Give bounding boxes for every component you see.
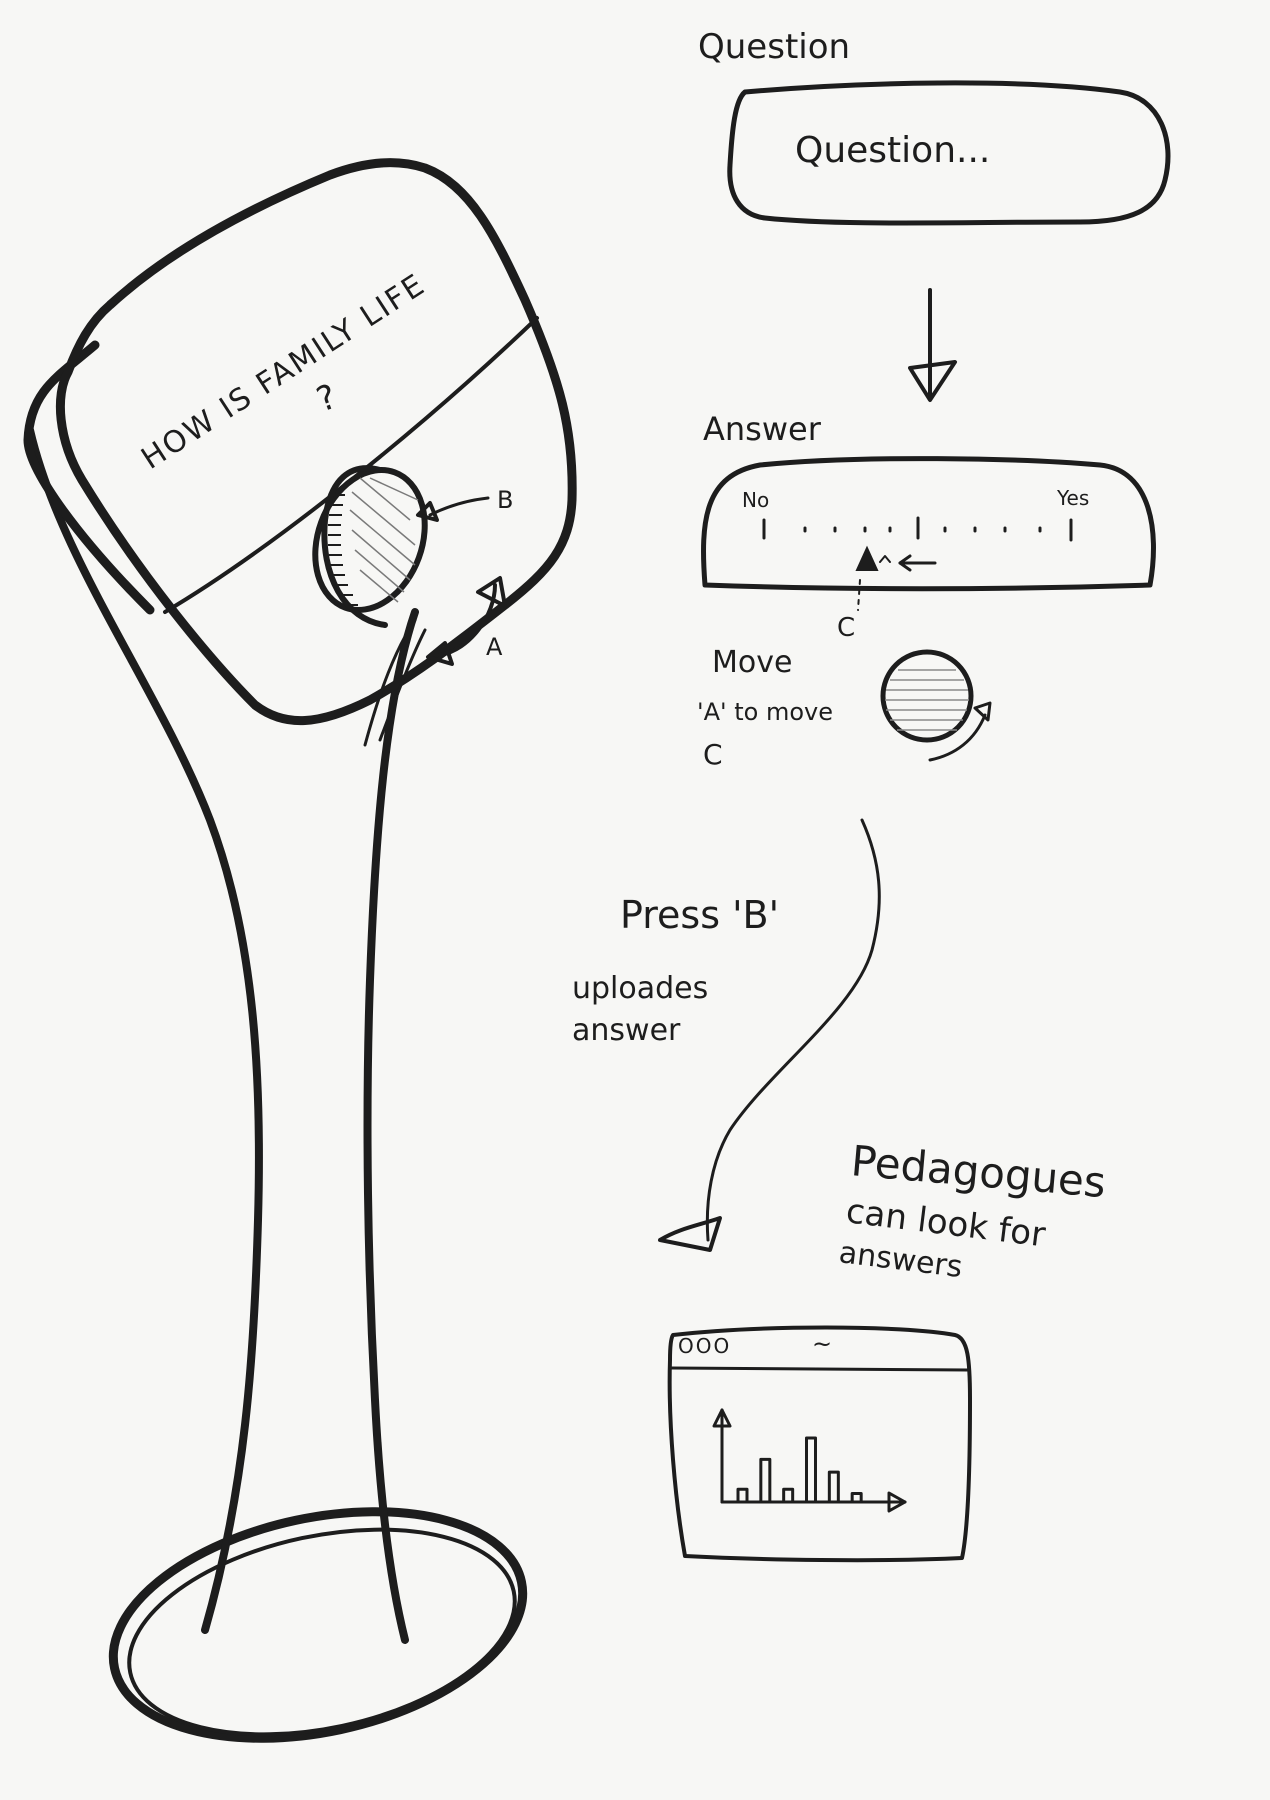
chart-bar-5 (827, 1470, 840, 1504)
button-b (312, 465, 439, 628)
screen-question-text: HOW IS FAMILY LIFE (135, 267, 432, 477)
label-a: A (486, 633, 503, 661)
scale-ticks (762, 516, 1073, 542)
scale-pointer (855, 545, 879, 571)
answer-heading: Answer (703, 410, 822, 448)
chart-bar-6 (850, 1491, 863, 1504)
flow: Question Question... Answer No Yes C Mov… (572, 27, 1171, 1563)
chart-x-axis-arrowhead (887, 1491, 907, 1513)
press-text-line3: answer (572, 1013, 681, 1048)
window-dots: OOO (678, 1334, 731, 1358)
press-text-line2: uploades (572, 971, 708, 1006)
pointer-label-c: C (837, 613, 855, 643)
move-text-line2: 'A' to move (697, 698, 833, 726)
chart-bar-1 (736, 1487, 749, 1504)
press-text-line1: Press 'B' (620, 893, 779, 937)
screen-question-mark: ? (311, 377, 342, 421)
device-stem-left (26, 426, 263, 1634)
scale-label-no: No (742, 488, 769, 512)
device-stem-right (363, 608, 419, 1644)
dashboard-bar-chart (712, 1408, 907, 1513)
device-base (108, 1507, 528, 1743)
knob-a-icon (880, 649, 974, 743)
question-box-text: Question... (795, 130, 990, 171)
dashboard-window: OOO ~ (667, 1325, 972, 1563)
device: HOW IS FAMILY LIFE ? B (23, 158, 577, 1743)
chart-bar-3 (782, 1487, 795, 1504)
screen-divider (163, 316, 539, 614)
window-title: ~ (812, 1330, 832, 1358)
chart-y-axis-arrowhead (712, 1408, 732, 1428)
question-box (727, 80, 1171, 226)
chart-bar-2 (759, 1457, 772, 1504)
question-heading: Question (698, 27, 850, 67)
flow-arrow-curve (705, 818, 881, 1242)
device-head-back (23, 340, 155, 615)
scale-label-yes: Yes (1056, 486, 1089, 510)
answer-scale-housing (701, 456, 1156, 592)
device-head (55, 158, 577, 725)
move-text-line1: Move (712, 645, 792, 680)
label-b: B (497, 486, 513, 514)
chart-bar-4 (805, 1436, 817, 1504)
move-text-line3: C (703, 738, 723, 771)
